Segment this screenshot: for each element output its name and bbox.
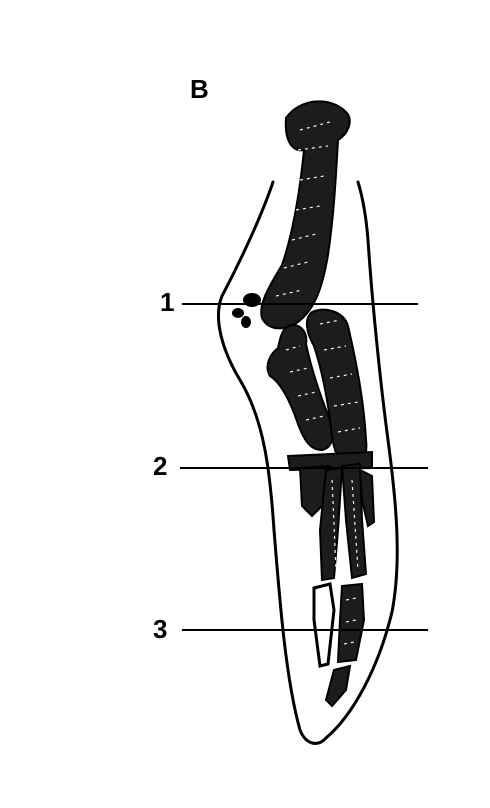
limb-outline-left [217,180,399,745]
level-label-2: 2 [153,451,168,481]
radius-bone [266,324,334,452]
phalanx-bones [312,582,366,708]
level-label-1: 1 [160,287,175,317]
level-label-3: 3 [153,614,168,644]
carpal-nodules [232,293,261,328]
humerus-bone [260,100,351,330]
panel-label: B [190,74,209,104]
metacarpal-bones [318,462,376,582]
